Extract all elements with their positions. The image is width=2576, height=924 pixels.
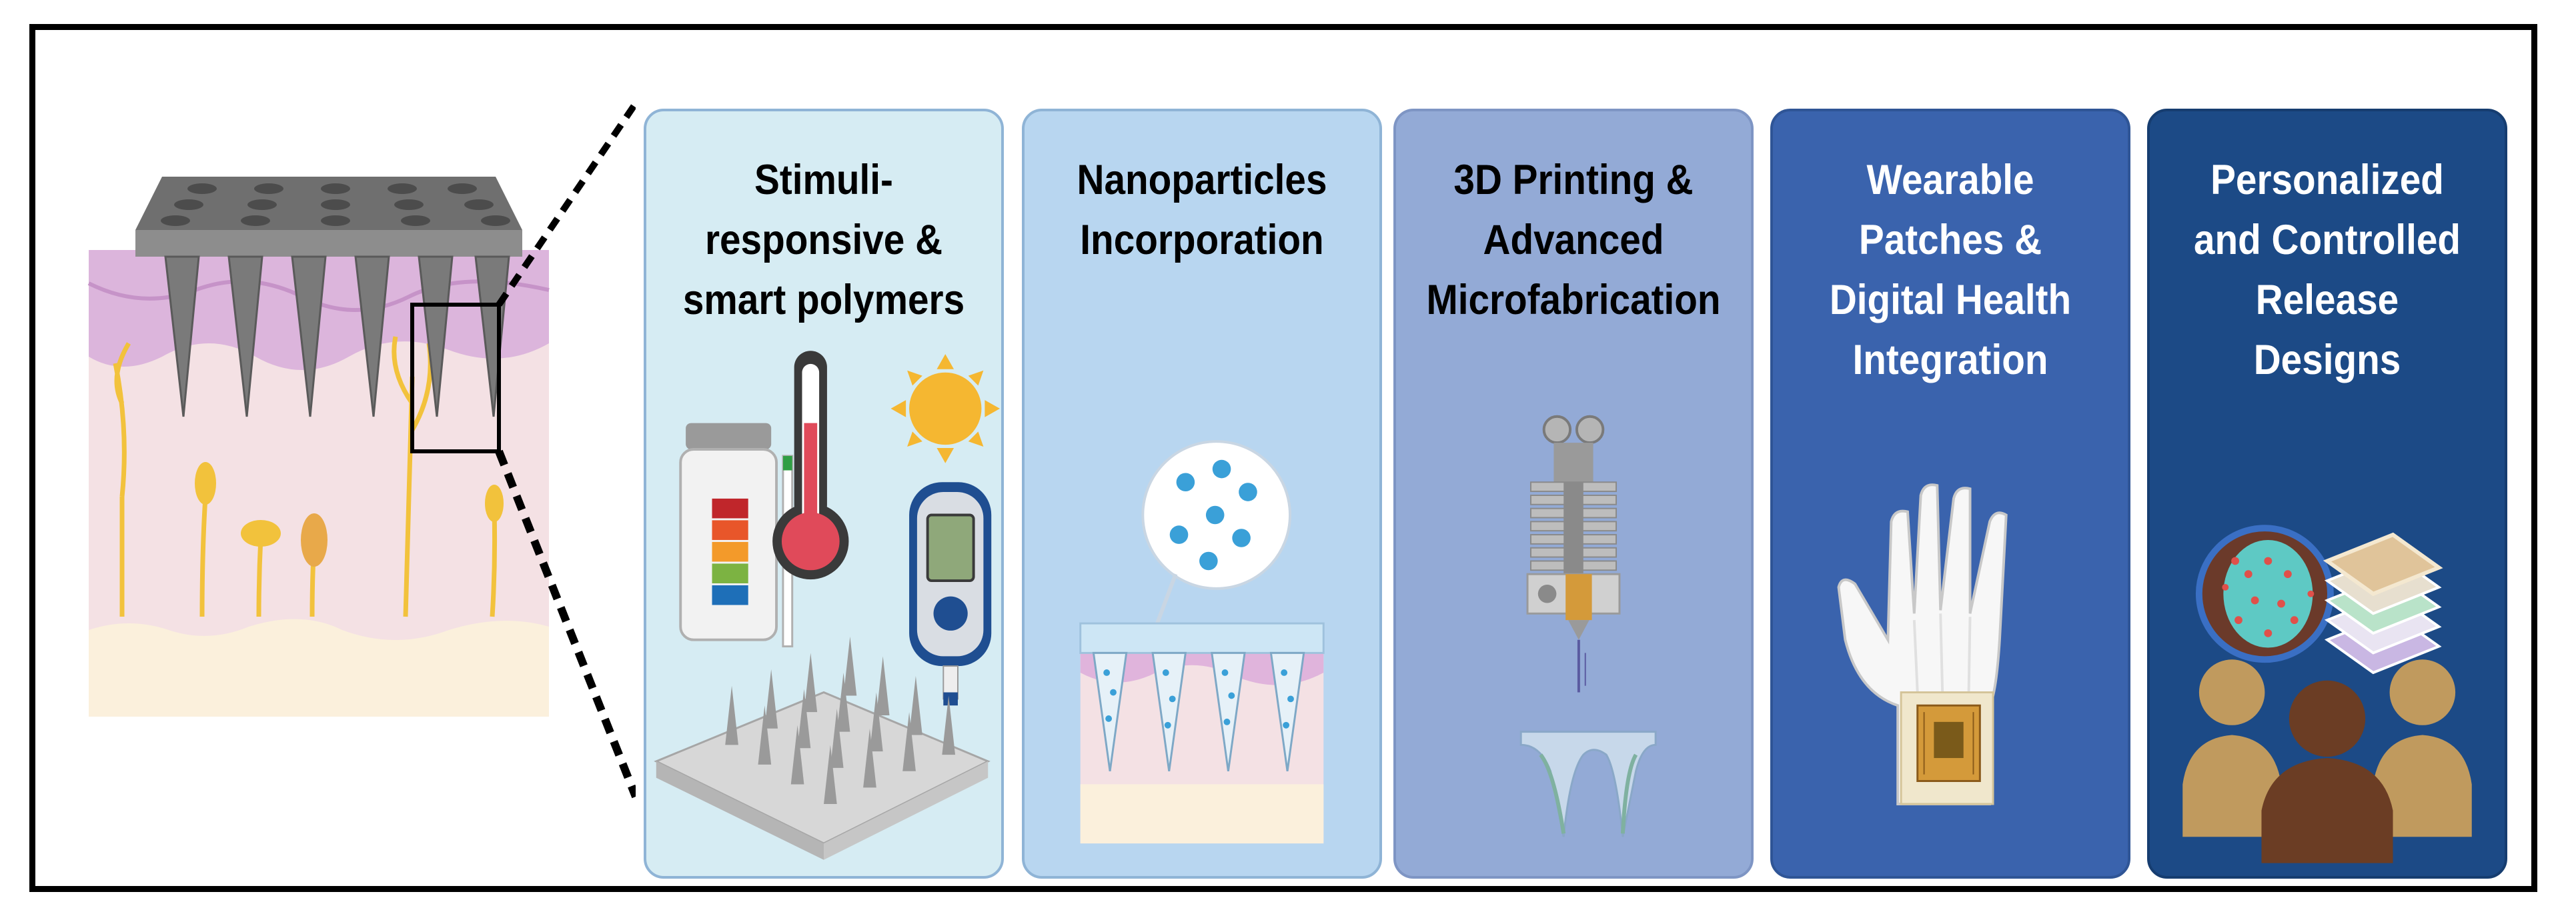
layered-release-icon	[2195, 525, 2443, 675]
microneedle-array-icon	[654, 636, 991, 860]
ph-strip-bottle-icon	[679, 423, 794, 648]
sun-icon	[890, 354, 1001, 463]
fat-layer	[89, 619, 549, 717]
people-group-icon	[2182, 659, 2472, 863]
panel-nanoparticles: Nanoparticles Incorporation	[1022, 109, 1382, 879]
panel-stimuli-responsive: Stimuli- responsive & smart polymers	[644, 109, 1004, 879]
panel1-art	[654, 351, 1001, 860]
hair-follicle	[195, 462, 216, 505]
panel-title: Stimuli- responsive & smart polymers	[682, 157, 965, 323]
microneedles	[164, 255, 510, 417]
panel-wearable-patches: Wearable Patches & Digital Health Integr…	[1770, 109, 2130, 879]
loaded-microneedles-icon	[1079, 622, 1325, 844]
zoom-region-box	[410, 303, 501, 453]
panel-title: Nanoparticles Incorporation	[1077, 157, 1327, 263]
panel4-art	[1837, 483, 2008, 805]
panel-3d-printing: 3D Printing & Advanced Microfabrication	[1393, 109, 1754, 879]
panel-title: 3D Printing & Advanced Microfabrication	[1426, 157, 1721, 323]
3d-printer-nozzle-icon	[1526, 415, 1621, 693]
panel-personalized-release: Personalized and Controlled Release Desi…	[2147, 109, 2507, 879]
skin-microneedle-illustration	[87, 101, 636, 799]
thermometer-icon	[772, 351, 849, 580]
panel3-art	[1519, 415, 1657, 837]
nanoparticle-circle-icon	[1141, 440, 1291, 628]
panel5-art	[2182, 525, 2472, 863]
panel-title: Personalized and Controlled Release Desi…	[2193, 157, 2461, 383]
figure-frame: Stimuli- responsive & smart polymers	[29, 24, 2537, 892]
panel2-art	[1079, 440, 1325, 844]
printed-microneedles-icon	[1519, 731, 1657, 837]
hand-with-patch-icon	[1837, 483, 2008, 805]
glucose-meter-icon	[909, 482, 992, 706]
panel-title: Wearable Patches & Digital Health Integr…	[1829, 157, 2072, 383]
